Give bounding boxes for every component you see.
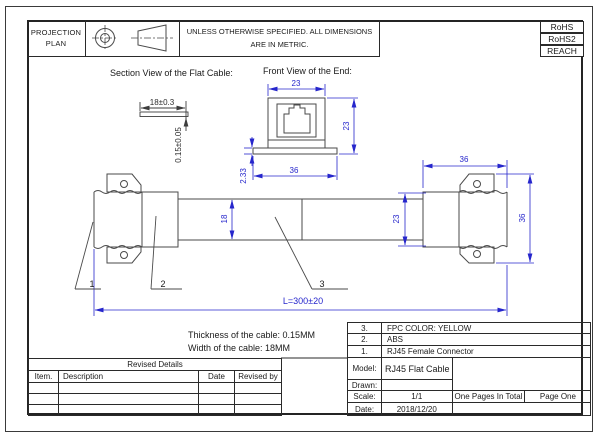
spec-note-box: UNLESS OTHERWISE SPECIFIED. ALL DIMENSIO… <box>180 20 380 57</box>
revision-col-date: Date <box>198 370 235 383</box>
revision-row-empty <box>28 393 282 405</box>
badge-rohs2: RoHS2 <box>540 33 584 45</box>
part-row: 3. FPC COLOR: YELLOW <box>347 322 592 334</box>
drawn-label: Drawn: <box>347 379 382 391</box>
projection-label-line1: PROJECTION <box>30 28 82 37</box>
part-desc: ABS <box>380 333 592 346</box>
revision-col-description: Description <box>58 370 199 383</box>
drawing-frame <box>27 20 583 415</box>
model-value: RJ45 Flat Cable <box>381 357 453 380</box>
date-value: 2018/12/20 <box>381 402 453 416</box>
part-desc: FPC COLOR: YELLOW <box>380 322 592 334</box>
part-desc: RJ45 Female Connector <box>380 345 592 358</box>
scale-label: Scale: <box>347 390 382 403</box>
cable-notes: Thickness of the cable: 0.15MM Width of … <box>188 329 315 354</box>
projection-symbols-box <box>86 20 180 57</box>
title-block-blank-cell <box>451 402 592 416</box>
part-no: 3. <box>347 322 382 334</box>
spec-note-line1: UNLESS OTHERWISE SPECIFIED. ALL DIMENSIO… <box>186 27 373 36</box>
note-width: Width of the cable: 18MM <box>188 342 291 353</box>
projection-method-box: PROJECTION PLAN <box>27 20 86 57</box>
part-row: 1. RJ45 Female Connector <box>347 345 592 358</box>
part-no: 2. <box>347 333 382 346</box>
spec-note-line2: ARE IN METRIC. <box>250 40 309 49</box>
revision-table-title: Revised Details <box>28 358 282 371</box>
title-block-table: 3. FPC COLOR: YELLOW 2. ABS 1. RJ45 Fema… <box>347 322 592 416</box>
revision-col-revised-by: Revised by <box>234 370 282 383</box>
page-number: Page One <box>524 390 592 403</box>
pages-total: One Pages In Total <box>451 390 526 403</box>
note-thickness: Thickness of the cable: 0.15MM <box>188 330 316 340</box>
drawn-value <box>381 379 453 391</box>
part-row: 2. ABS <box>347 333 592 346</box>
projection-label-line2: PLAN <box>45 39 67 48</box>
model-label: Model: <box>347 357 382 380</box>
date-label: Date: <box>347 402 382 416</box>
title-block-blank-cell <box>451 357 592 391</box>
revision-row-empty <box>28 404 282 416</box>
scale-value: 1/1 <box>381 390 453 403</box>
badge-reach: REACH <box>540 45 584 57</box>
revision-row-empty <box>28 382 282 394</box>
part-no: 1. <box>347 345 382 358</box>
page-outer-border <box>5 6 593 432</box>
badge-rohs: RoHS <box>540 21 584 33</box>
revision-col-item: Item. <box>28 370 59 383</box>
revision-table: Revised Details Item. Description Date R… <box>28 358 282 416</box>
